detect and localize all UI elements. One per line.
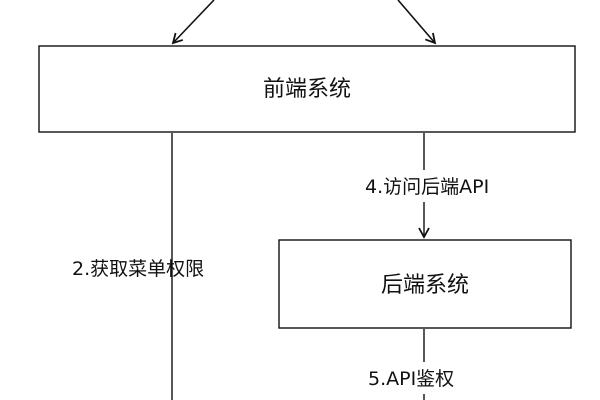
frontend-system-box bbox=[38, 45, 576, 133]
incoming-arrow-left bbox=[171, 0, 215, 45]
api-authentication-label-bg bbox=[360, 362, 500, 394]
backend-system-box bbox=[278, 239, 572, 329]
frontend-system-label: 前端系统 bbox=[263, 77, 351, 102]
frontend-system-node: 前端系统 bbox=[38, 45, 576, 133]
api-authentication-label: 5.API鉴权 bbox=[368, 368, 454, 390]
access-backend-api-label: 4.访问后端API bbox=[365, 176, 489, 198]
get-menu-permissions-label: 2.获取菜单权限 bbox=[72, 258, 204, 280]
access-backend-api-label-bg bbox=[360, 170, 540, 202]
backend-system-node: 后端系统 bbox=[278, 239, 572, 329]
incoming-arrow-right bbox=[397, 0, 437, 45]
backend-system-label: 后端系统 bbox=[381, 273, 469, 298]
